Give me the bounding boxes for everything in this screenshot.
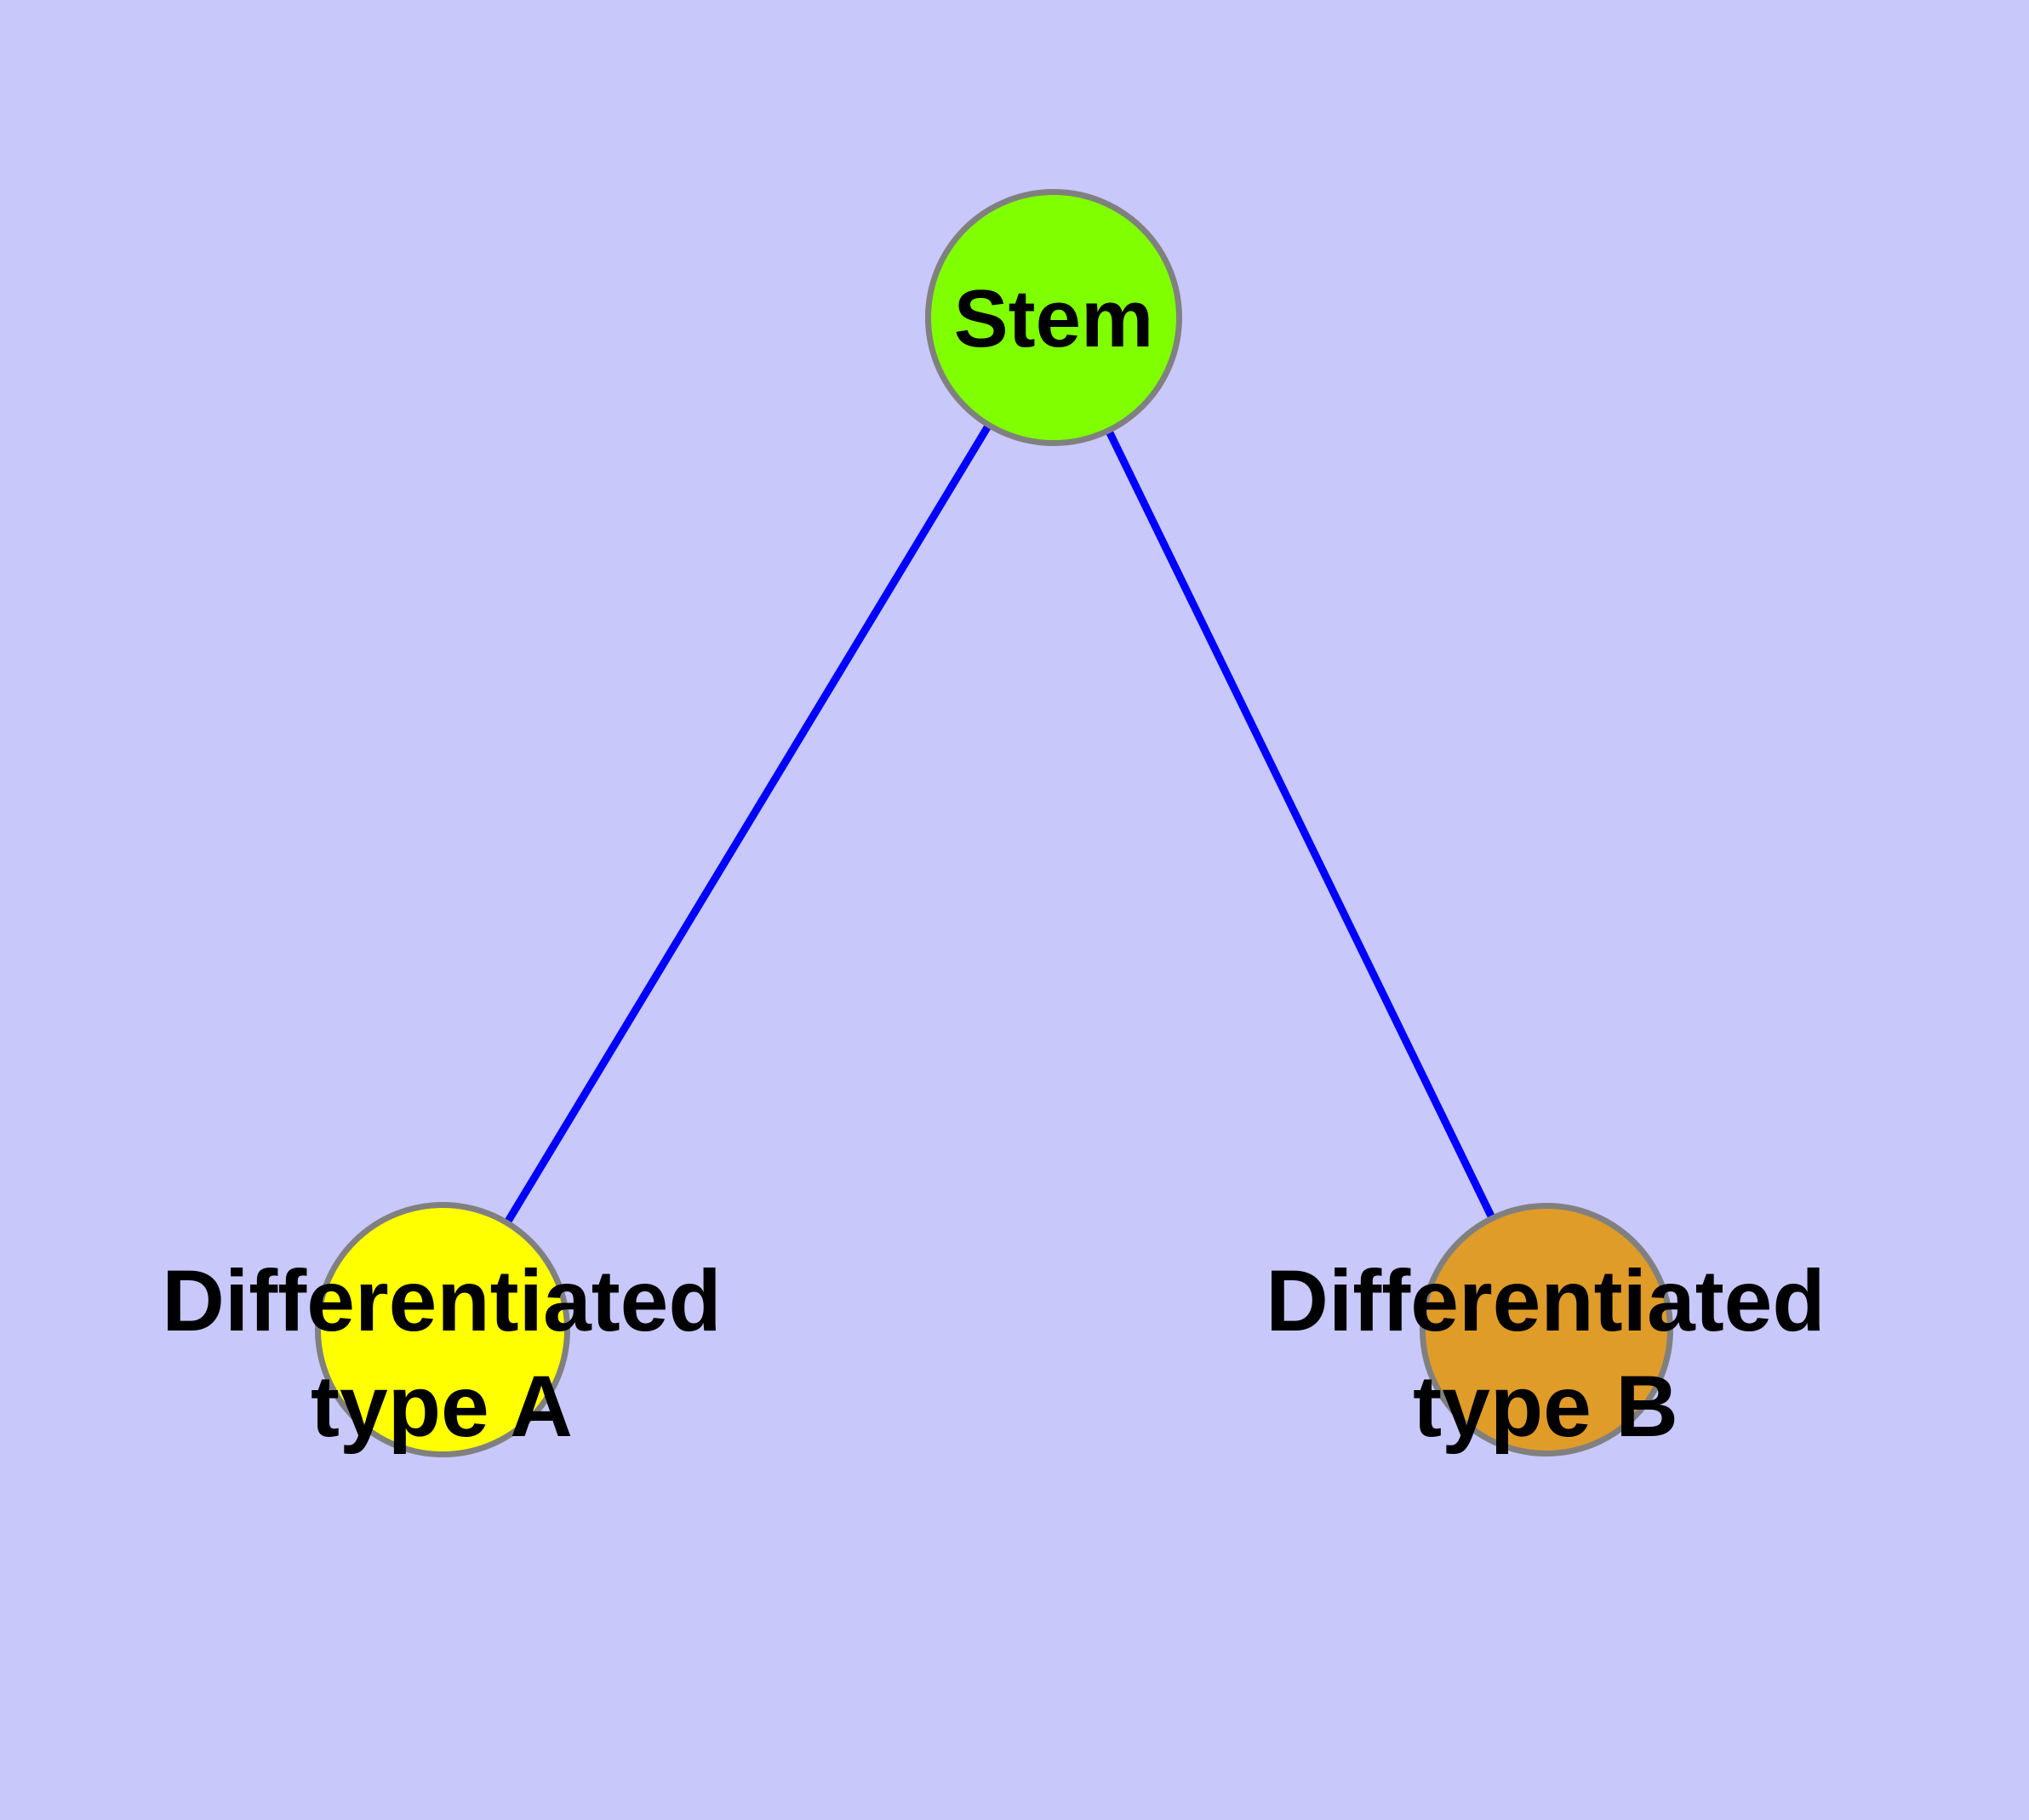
node-stem-circle [925,189,1182,446]
node-differentiated-type-a-circle [315,1202,570,1457]
node-differentiated-type-a[interactable]: Differentiated type A [162,1202,722,1457]
edge-stem-to-differentiated-type-a [439,315,1057,1332]
node-differentiated-type-b-circle [1420,1203,1673,1457]
edge-stem-to-differentiated-type-b [1049,316,1551,1331]
node-stem[interactable]: Stem [925,189,1182,446]
node-differentiated-type-b[interactable]: Differentiated type B [1266,1203,1826,1457]
